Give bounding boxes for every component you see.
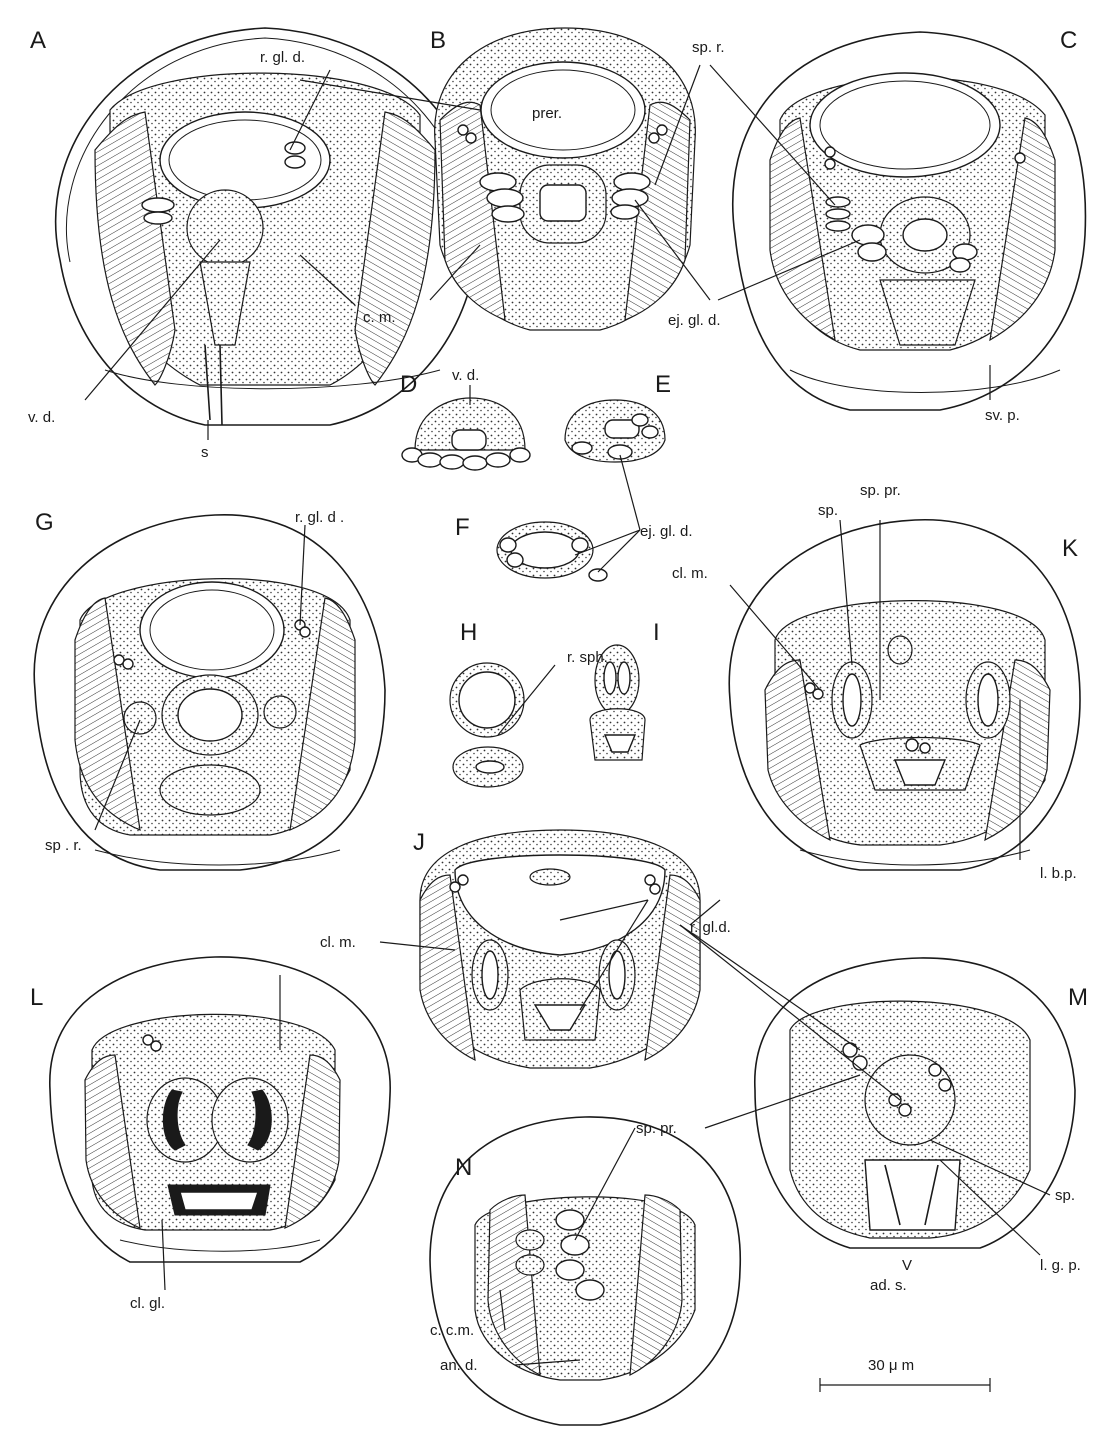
panel-label-g: G [35,509,54,536]
panel-label-k: K [1062,535,1078,562]
label-l-g-p: l. g. p. [1040,1257,1081,1274]
panel-c [733,32,1086,410]
panel-k [729,520,1080,870]
panel-label-j: J [413,829,425,856]
panel-label-n: N [455,1154,472,1181]
label-prer: prer. [532,105,562,122]
panel-n [430,1117,740,1425]
panel-label-f: F [455,514,470,541]
panel-label-h: H [460,619,477,646]
panel-e [565,400,665,462]
label-sp-pr-m: sp. pr. [636,1120,677,1137]
label-l-b-p: l. b.p. [1040,865,1077,882]
label-r-gl-d-j: r. gl.d. [690,919,731,936]
panel-a [56,28,479,425]
panel-j [420,830,700,1068]
label-cl-m-k: cl. m. [672,565,708,582]
panel-label-l: L [30,984,43,1011]
panel-h [450,663,524,787]
panel-label-m: M [1068,984,1088,1011]
label-r-gl-d-g: r. gl. d . [295,509,344,526]
panel-label-a: A [30,27,46,54]
label-ej-gl-d-mid: ej. gl. d. [640,523,693,540]
label-cl-m-l: cl. m. [320,934,356,951]
label-an-d: an. d. [440,1357,478,1374]
label-sv-p: sv. p. [985,407,1020,424]
label-ej-gl-d-top: ej. gl. d. [668,312,721,329]
label-sp-m: sp. [1055,1187,1075,1204]
label-sp-r-top: sp. r. [692,39,725,56]
label-sp-k: sp. [818,502,838,519]
label-sp-pr-k: sp. pr. [860,482,901,499]
panel-m [755,958,1075,1248]
label-r-sph: r. sph. [567,649,608,666]
label-v-mark: V [902,1257,912,1274]
label-s: s [201,444,209,461]
panel-label-d: D [400,371,417,398]
panel-f [497,522,607,581]
label-v-d-a: v. d. [28,409,55,426]
panel-label-b: B [430,27,446,54]
scale-bar-label: 30 μ m [868,1357,914,1374]
label-r-gl-d-a: r. gl. d. [260,49,305,66]
panel-label-e: E [655,371,671,398]
label-cl-gl: cl. gl. [130,1295,165,1312]
panel-g [34,515,385,870]
label-c-m: c. m. [363,309,396,326]
label-v-d-d: v. d. [452,367,479,384]
panel-b [435,28,696,330]
label-c-c-m: c. c.m. [430,1322,474,1339]
panel-label-i: I [653,619,660,646]
panel-d [402,398,530,470]
panel-l [50,957,390,1262]
label-sp-r-g: sp . r. [45,837,82,854]
label-ad-s: ad. s. [870,1277,907,1294]
panel-label-c: C [1060,27,1077,54]
